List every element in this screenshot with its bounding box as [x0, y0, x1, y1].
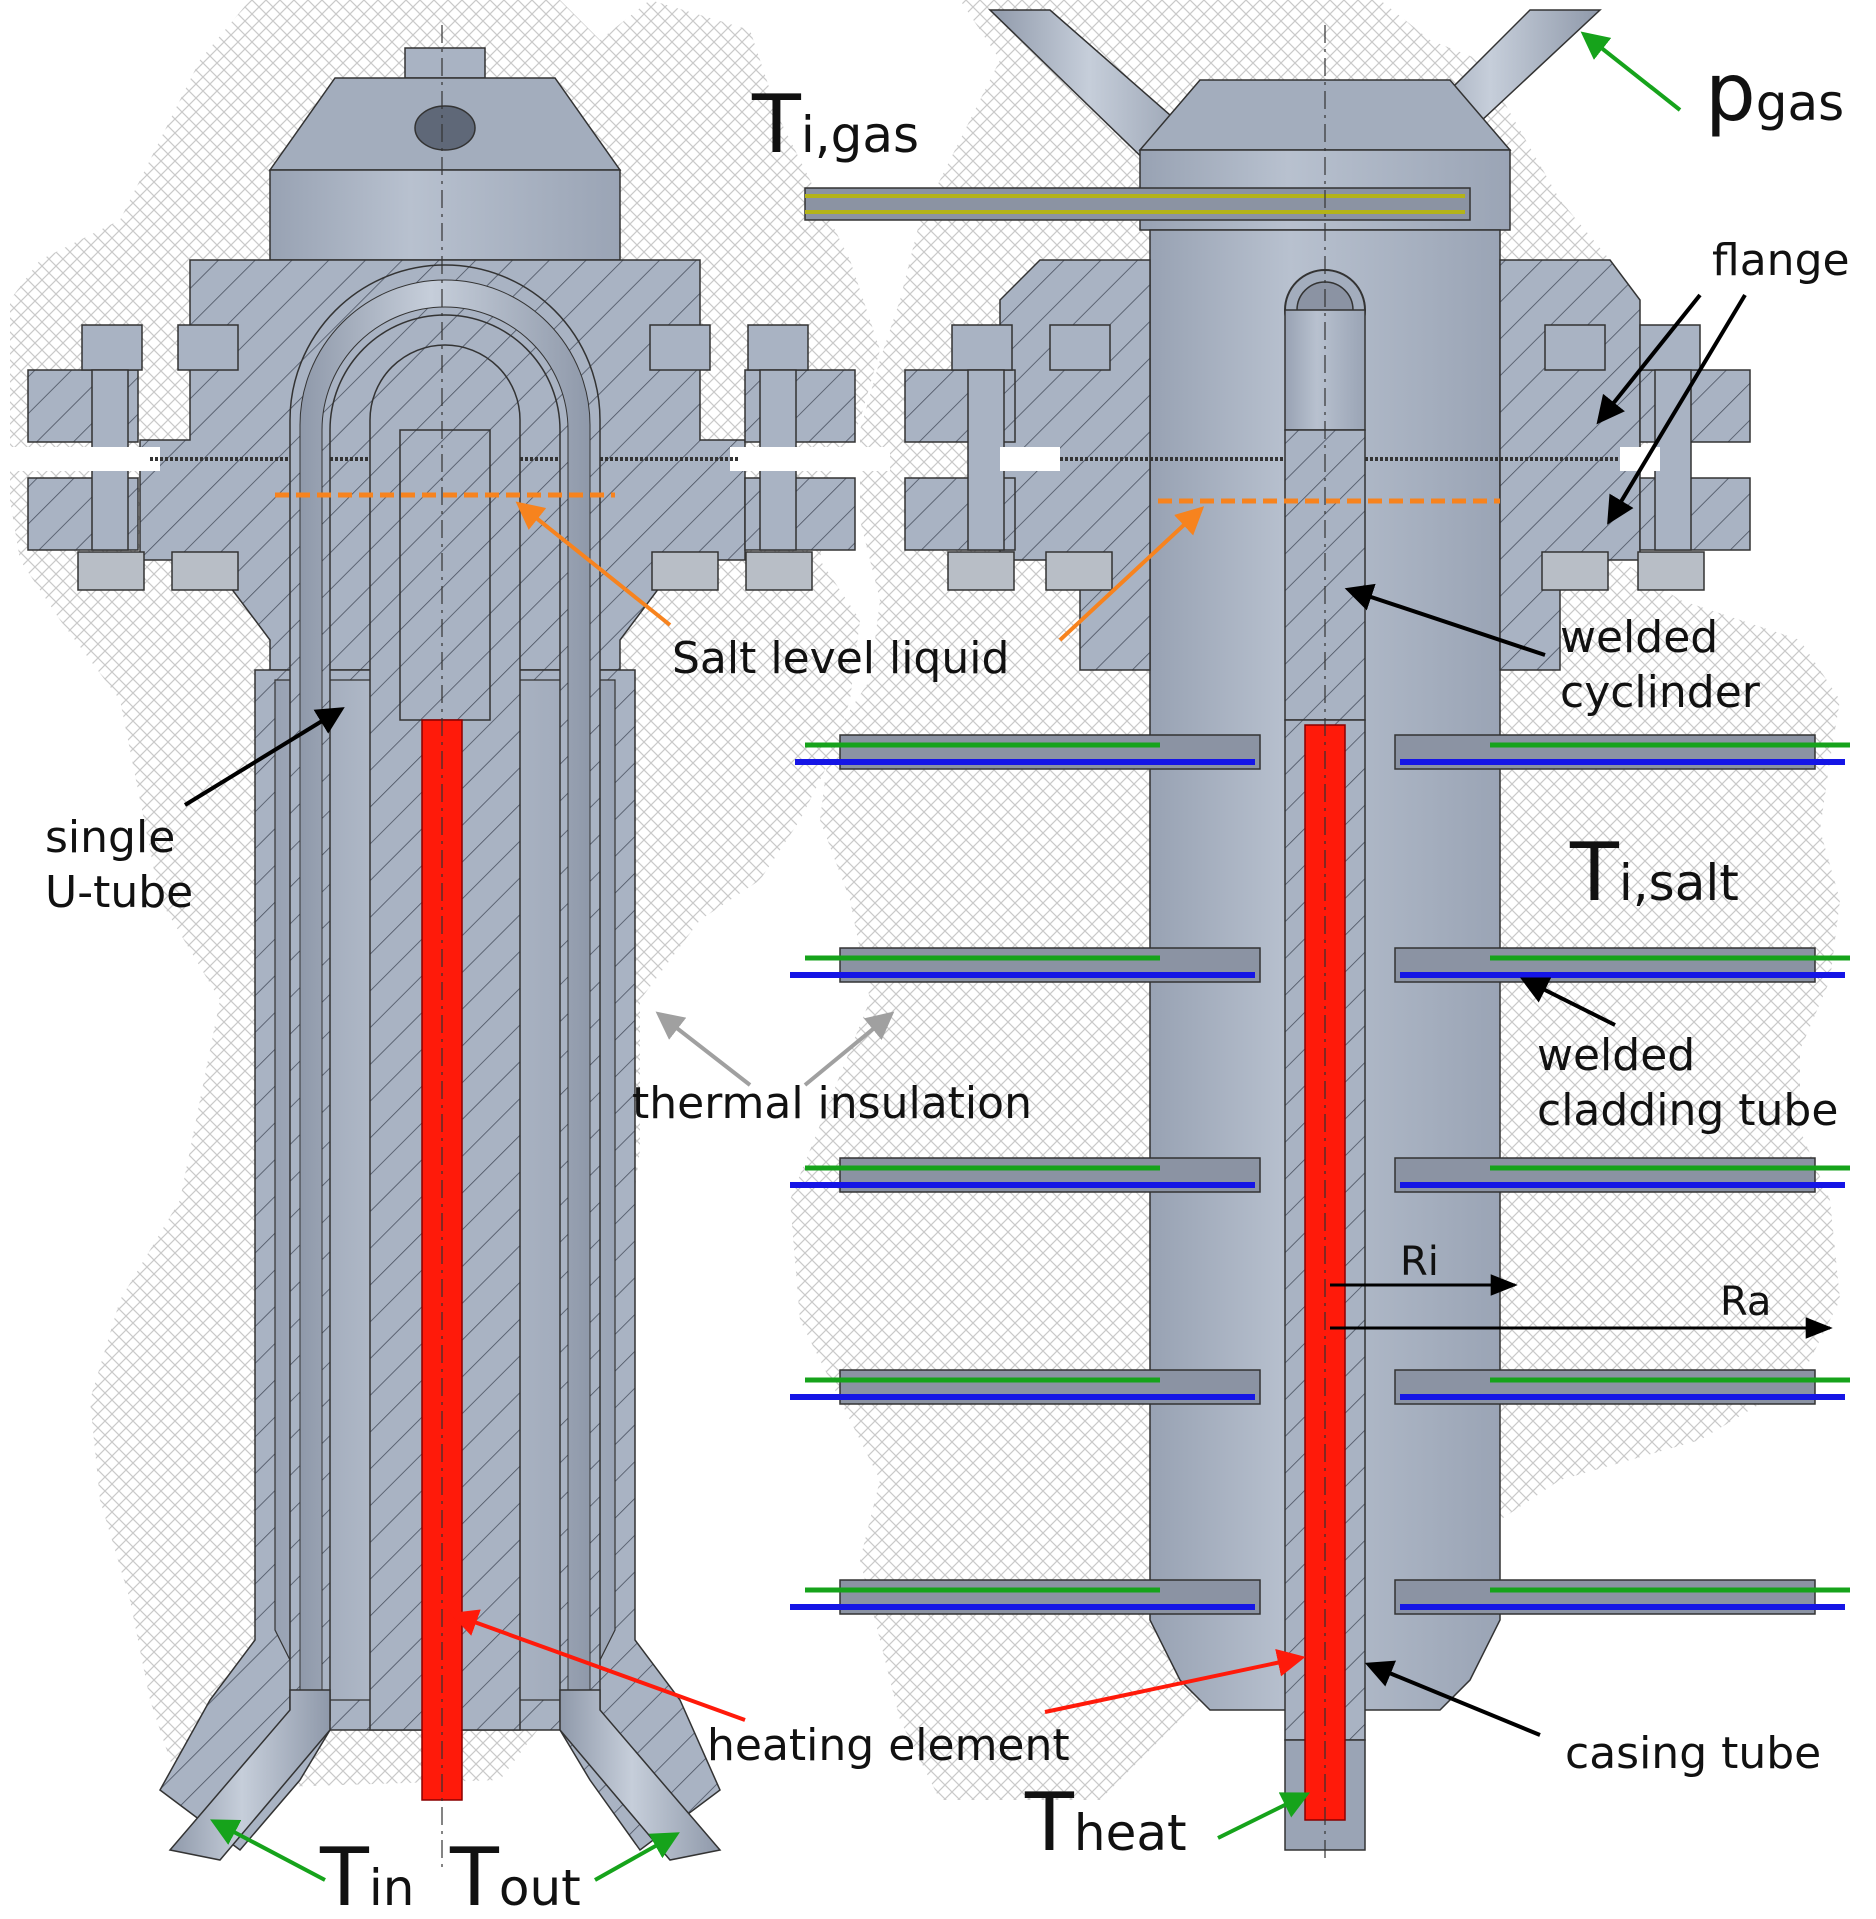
- label-flange: flange: [1712, 235, 1850, 286]
- symbol-p-gas-sub: gas: [1756, 74, 1844, 132]
- arrow-casing-tube: [1364, 1660, 1541, 1737]
- label-single-utube-2: U-tube: [45, 867, 193, 918]
- salt-tc-row-5: [790, 1579, 1850, 1615]
- symbol-t-i-salt-sub: i,salt: [1619, 854, 1739, 912]
- symbol-p-gas: pgas: [1705, 46, 1844, 139]
- label-welded-cylinder-2: cyclinder: [1560, 667, 1761, 718]
- left-upper-body: [269, 169, 621, 261]
- symbol-t-in-main: T: [319, 1831, 370, 1919]
- symbol-t-i-gas: Ti,gas: [751, 78, 919, 171]
- arrow-t-in: [210, 1819, 326, 1882]
- symbol-t-in-sub: in: [369, 1859, 415, 1917]
- label-ri: Ri: [1400, 1239, 1439, 1285]
- right-bolts: [947, 324, 1705, 591]
- symbol-t-heat: Theat: [1024, 1776, 1187, 1869]
- arrow-heating-right: [1044, 1648, 1306, 1714]
- symbol-t-heat-sub: heat: [1074, 1804, 1187, 1862]
- symbol-t-out-main: T: [449, 1831, 500, 1919]
- label-single-utube-1: single: [45, 812, 175, 863]
- symbol-t-i-gas-main: T: [751, 78, 802, 171]
- label-welded-cylinder-1: welded: [1560, 612, 1718, 663]
- symbol-t-i-salt-main: T: [1569, 826, 1620, 919]
- arrow-flange-2: [1607, 293, 1747, 525]
- salt-tc-row-2: [790, 947, 1850, 983]
- salt-tc-row-4: [790, 1369, 1850, 1405]
- right-gap-l: [1000, 447, 1060, 471]
- label-ra: Ra: [1720, 1279, 1771, 1325]
- u-tube-bore: [299, 279, 591, 1721]
- salt-thermocouples: [790, 734, 1850, 1615]
- arrow-insulation-left: [655, 1011, 752, 1087]
- arrow-welded-cladding: [1519, 977, 1616, 1027]
- left-inlet-leg: [168, 1689, 331, 1861]
- arrow-p-gas: [1580, 31, 1682, 112]
- arrow-t-heat: [1217, 1792, 1311, 1840]
- symbol-t-out-sub: out: [499, 1859, 581, 1917]
- salt-tc-row-3: [790, 1157, 1850, 1193]
- left-outlet-leg: [559, 1689, 722, 1861]
- label-welded-cladding-1: welded: [1537, 1030, 1695, 1081]
- arrow-insulation-right: [803, 1011, 895, 1087]
- arrow-t-out: [594, 1832, 680, 1882]
- arrow-single-utube: [183, 707, 345, 807]
- label-salt-level: Salt level liquid: [672, 633, 1009, 684]
- arrow-salt-level-left: [515, 501, 672, 627]
- arrow-heating-left: [449, 1609, 746, 1722]
- label-casing-tube: casing tube: [1565, 1728, 1821, 1779]
- left-welded-cylinder: [399, 429, 491, 721]
- symbol-t-out: Tout: [449, 1831, 581, 1919]
- symbol-t-i-salt: Ti,salt: [1569, 826, 1739, 919]
- label-thermal-insulation: thermal insulation: [632, 1078, 1032, 1129]
- left-top-nozzle: [404, 47, 486, 79]
- arrow-welded-cylinder: [1344, 583, 1546, 657]
- label-heating-element: heating element: [707, 1720, 1070, 1771]
- left-gasket-gap-l: [0, 447, 160, 471]
- salt-tc-row-1: [795, 734, 1850, 770]
- symbol-t-heat-main: T: [1024, 1776, 1075, 1869]
- symbol-p-gas-main: p: [1705, 46, 1756, 139]
- left-gasket-gap-r: [730, 447, 890, 471]
- arrow-flange-1: [1596, 293, 1702, 425]
- arrow-salt-level-right: [1058, 506, 1205, 642]
- right-gas-tc-sheath: [804, 187, 1471, 221]
- symbol-t-i-gas-sub: i,gas: [801, 106, 919, 164]
- label-welded-cladding-2: cladding tube: [1537, 1085, 1838, 1136]
- left-cap-port: [414, 105, 476, 151]
- symbol-t-in: Tin: [319, 1831, 414, 1919]
